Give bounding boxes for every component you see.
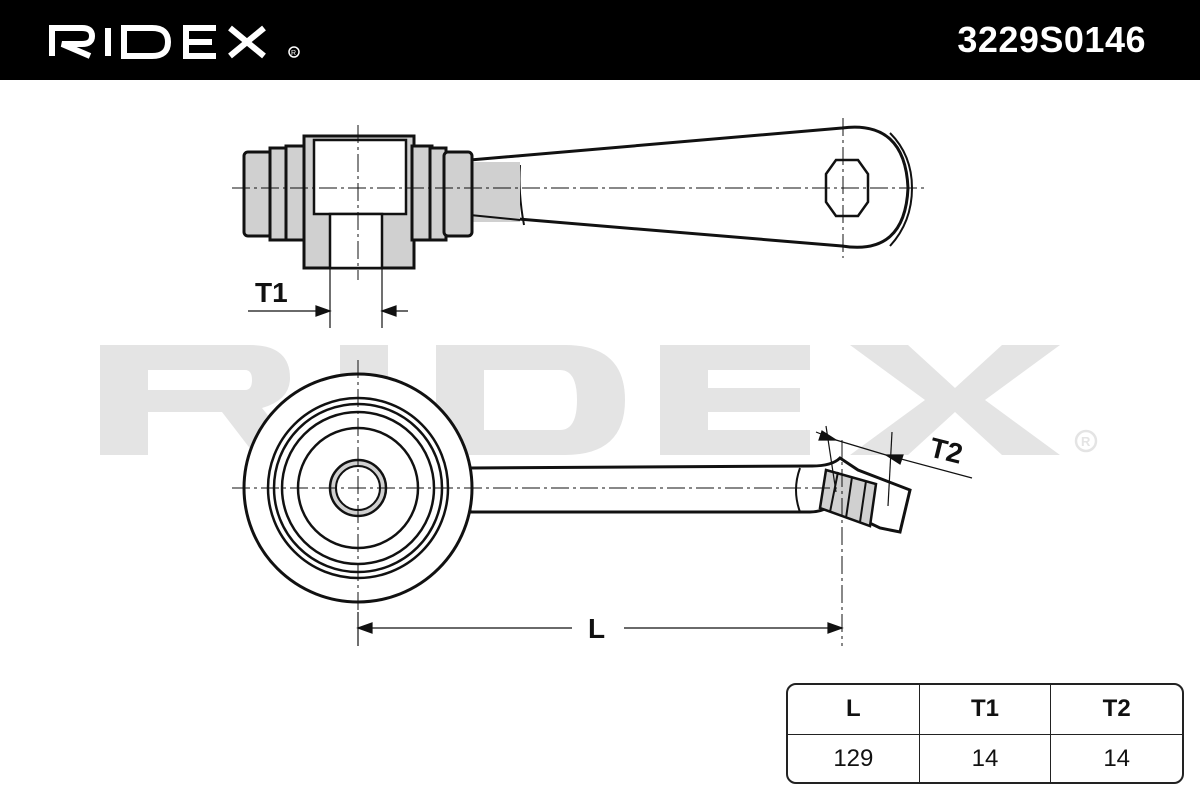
spec-value-t2: 14 [1050, 734, 1182, 782]
spec-value-t1: 14 [918, 734, 1051, 782]
header-bar: R 3229S0146 [0, 0, 1200, 80]
part-number: 3229S0146 [957, 19, 1146, 60]
t1-label: T1 [255, 277, 288, 308]
spec-table-header-row: L T1 T2 [788, 685, 1182, 735]
ridex-logo: R [49, 25, 300, 59]
t1-dimension [248, 268, 408, 328]
spec-table-value-row: 129 14 14 [788, 734, 1182, 782]
spec-table: L T1 T2 129 14 14 [786, 683, 1184, 784]
l-dimension [356, 612, 844, 646]
svg-text:R: R [291, 50, 296, 57]
spec-value-l: 129 [833, 744, 874, 772]
ridex-watermark: R [100, 345, 1098, 455]
spec-header-t2: T2 [1050, 685, 1182, 734]
t2-label: T2 [927, 432, 966, 470]
top-view [232, 360, 912, 646]
spec-header-t1: T1 [918, 685, 1051, 734]
svg-text:R: R [1081, 434, 1091, 449]
side-view [232, 118, 925, 280]
t2-dimension [815, 425, 973, 507]
spec-header-l: L [846, 695, 861, 723]
l-label: L [588, 613, 605, 644]
